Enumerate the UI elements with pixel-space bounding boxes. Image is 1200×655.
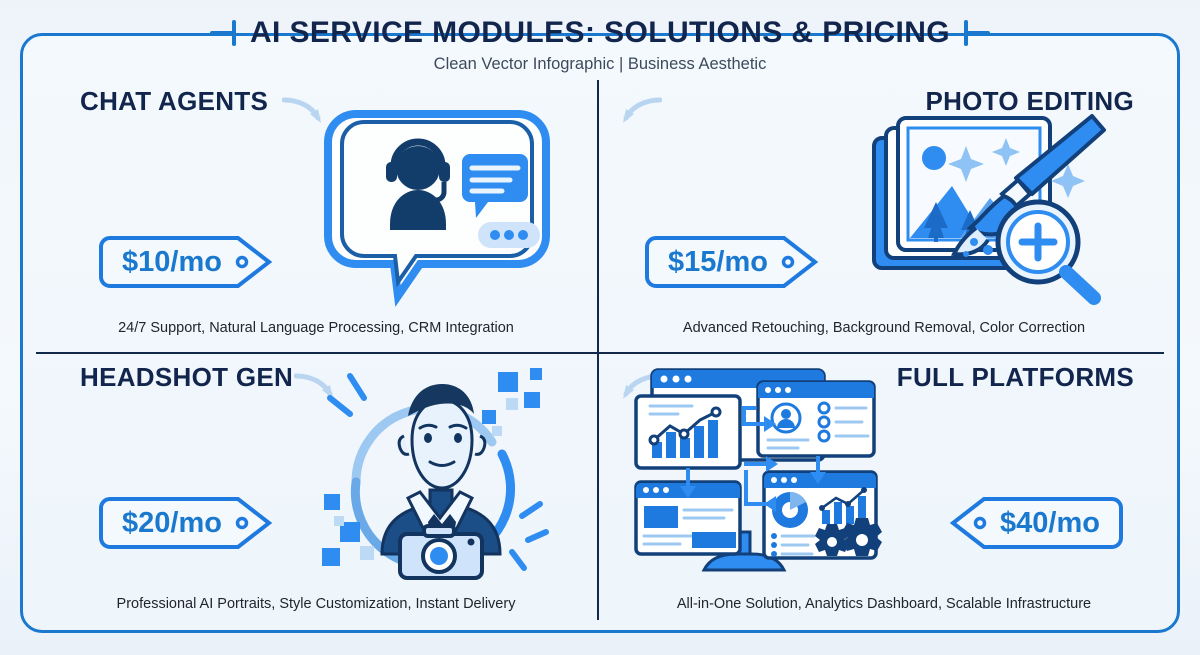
price-tag-shape xyxy=(645,236,819,288)
title-bracket-right-icon xyxy=(964,20,991,46)
quadrant-chat-agents: CHAT AGENTS xyxy=(36,80,596,352)
quadrant-heading: HEADSHOT GEN xyxy=(80,362,294,392)
price-tag-shape xyxy=(99,497,273,549)
quadrant-heading: FULL PLATFORMS xyxy=(896,362,1134,392)
price-tag-headshot-gen[interactable]: $20/mo xyxy=(98,496,274,550)
feature-list: Advanced Retouching, Background Removal,… xyxy=(682,320,1086,336)
page-subtitle: Clean Vector Infographic | Business Aest… xyxy=(433,55,767,73)
photo-frames-brush-magnifier-icon xyxy=(872,114,1106,305)
price-tag-shape xyxy=(949,497,1123,549)
portrait-camera-circle-icon xyxy=(322,368,549,580)
page-title: AI SERVICE MODULES: SOLUTIONS & PRICING xyxy=(249,16,951,49)
feature-list: Professional AI Portraits, Style Customi… xyxy=(116,596,516,612)
quadrant-photo-editing: PHOTO EDITING xyxy=(604,80,1164,352)
title-bracket-left-icon xyxy=(209,20,236,46)
price-value: $40/mo xyxy=(1000,506,1100,539)
price-tag-full-platforms[interactable]: $40/mo xyxy=(948,496,1124,550)
vertical-divider xyxy=(597,80,599,620)
quadrant-headshot-gen: HEADSHOT GEN xyxy=(36,356,596,620)
header: AI SERVICE MODULES: SOLUTIONS & PRICING … xyxy=(0,0,1200,74)
quadrant-full-platforms: FULL PLATFORMS xyxy=(604,356,1164,620)
quadrant-heading: PHOTO EDITING xyxy=(925,86,1134,116)
price-value: $20/mo xyxy=(122,506,222,539)
price-value: $10/mo xyxy=(122,245,222,278)
price-tag-shape xyxy=(99,236,273,288)
curved-arrow-down-left-icon xyxy=(623,97,662,123)
price-tag-chat-agents[interactable]: $10/mo xyxy=(98,235,274,289)
price-tag-photo-editing[interactable]: $15/mo xyxy=(644,235,820,289)
feature-list: 24/7 Support, Natural Language Processin… xyxy=(118,320,514,336)
feature-list: All-in-One Solution, Analytics Dashboard… xyxy=(676,596,1092,612)
dashboard-monitor-windows-icon xyxy=(634,368,882,572)
quadrant-heading: CHAT AGENTS xyxy=(80,86,269,116)
price-value: $15/mo xyxy=(668,245,768,278)
chat-support-bubble-icon xyxy=(324,110,550,307)
curved-arrow-down-right-icon xyxy=(282,97,321,123)
horizontal-divider xyxy=(36,352,1164,354)
